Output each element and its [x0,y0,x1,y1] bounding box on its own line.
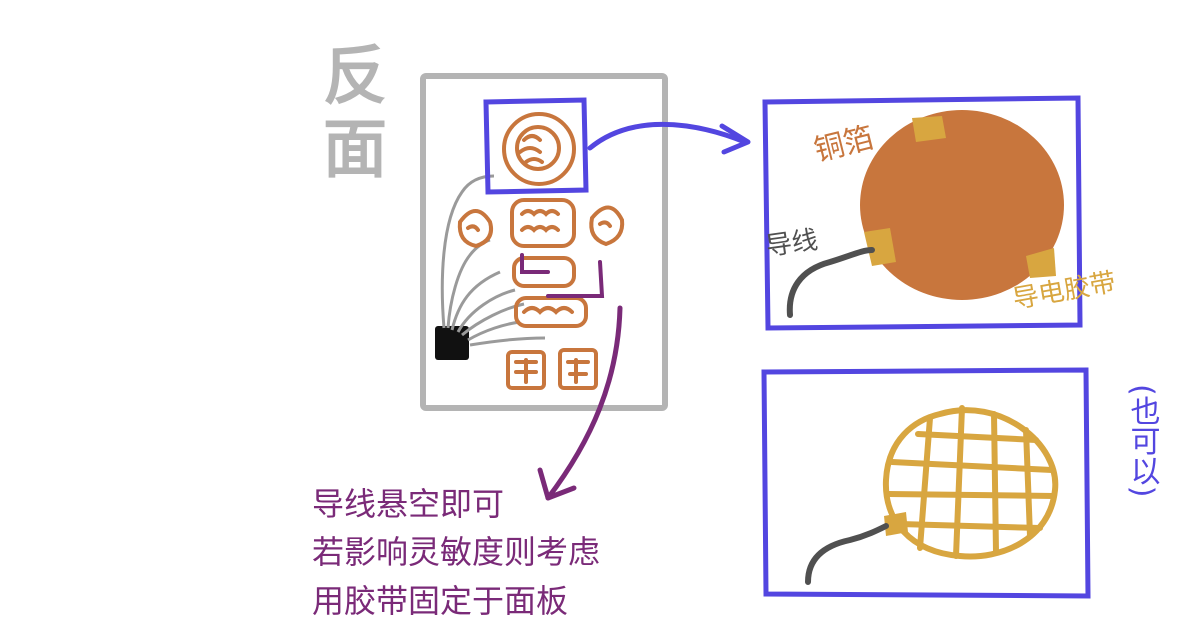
label-copper-foil: 铜箔 [811,120,878,168]
page-title: 反面 [323,40,387,188]
mesh-connector [884,512,908,536]
wire-bottom [805,523,889,585]
detail-frame-bottom [761,367,1091,599]
wire-top [786,247,875,318]
arrow-to-note [537,305,623,501]
note-line-2: 若影响灵敏度则考虑 [312,533,600,571]
copper-foil-figure [457,112,625,390]
wire-highlight-bracket [520,253,605,298]
label-wire: 导线 [764,225,820,262]
highlight-box [483,97,589,195]
label-also-ok: (也可以) [1125,384,1161,497]
note-text: 导线悬空即可 若影响灵敏度则考虑 用胶带固定于面板 [312,485,600,620]
copper-foil-disc [860,110,1064,300]
arrow-to-detail [587,121,751,155]
back-panel [420,73,668,411]
note-line-3: 用胶带固定于面板 [312,582,568,620]
note-line-1: 导线悬空即可 [312,485,504,523]
control-box [435,326,469,360]
copper-mesh-disc [882,405,1059,560]
detail-frame-top [762,95,1083,331]
